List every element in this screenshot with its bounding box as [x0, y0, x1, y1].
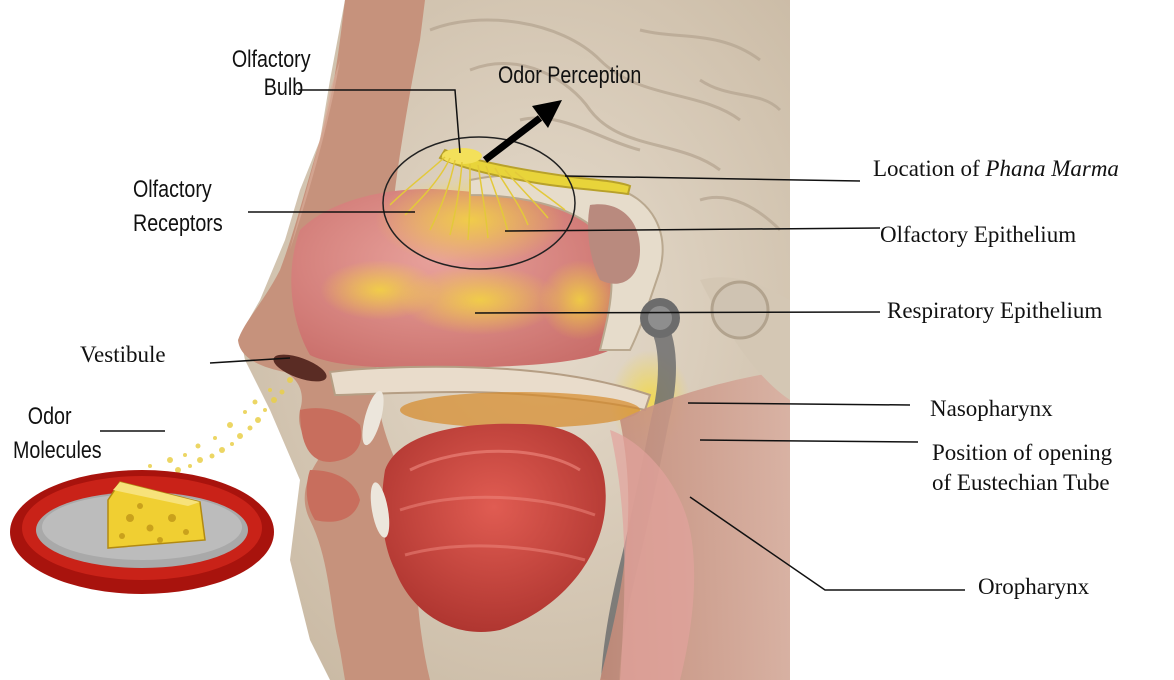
label-phana-marma: Location of Phana Marma [873, 156, 1119, 182]
label-respiratory-epithelium: Respiratory Epithelium [887, 298, 1102, 324]
label-vestibule: Vestibule [80, 342, 166, 368]
label-odor-molecules: Odor Molecules [13, 403, 102, 465]
label-olfactory-receptors: Olfactory Receptors [133, 176, 223, 238]
label-olfactory-bulb: Olfactory Bulb [222, 46, 320, 102]
label-odor-perception: Odor Perception [498, 62, 641, 90]
label-oropharynx: Oropharynx [978, 574, 1089, 600]
label-olfactory-epithelium: Olfactory Epithelium [880, 222, 1076, 248]
label-nasopharynx: Nasopharynx [930, 396, 1053, 422]
label-eustachian-tube: Position of opening of Eustechian Tube [932, 440, 1112, 496]
